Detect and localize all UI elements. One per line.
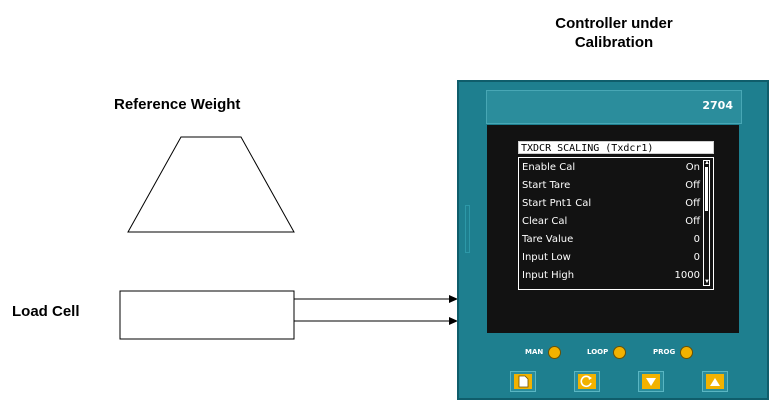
reference-weight-label: Reference Weight bbox=[114, 96, 241, 113]
scroll-icon bbox=[578, 374, 596, 389]
menu-item-label: Input High bbox=[522, 270, 575, 281]
page-button[interactable] bbox=[510, 371, 536, 392]
menu-item[interactable]: Enable Cal On bbox=[522, 159, 700, 176]
down-arrow-icon bbox=[642, 374, 660, 389]
controller-title: Controller under Calibration bbox=[539, 14, 689, 52]
indicator-bar: MAN LOOP PROG bbox=[487, 338, 739, 366]
indicator-light-icon bbox=[680, 345, 694, 359]
menu-title: TXDCR SCALING (Txdcr1) bbox=[518, 141, 714, 154]
controller-screen: TXDCR SCALING (Txdcr1) Enable Cal On Sta… bbox=[487, 125, 739, 333]
menu-item[interactable]: Clear Cal Off bbox=[522, 213, 700, 230]
indicator-prog: PROG bbox=[653, 345, 694, 359]
scroll-button[interactable] bbox=[574, 371, 600, 392]
menu-item-label: Input Low bbox=[522, 252, 571, 263]
menu-item-label: Enable Cal bbox=[522, 162, 576, 173]
menu-item-label: Clear Cal bbox=[522, 216, 568, 227]
indicator-label: MAN bbox=[525, 348, 544, 356]
menu-item[interactable]: Tare Value 0 bbox=[522, 231, 700, 248]
menu-item-label: Start Pnt1 Cal bbox=[522, 198, 592, 209]
controller-top-bezel: 2704 bbox=[486, 90, 742, 124]
indicator-light-icon bbox=[548, 345, 562, 359]
menu-item-label: Tare Value bbox=[522, 234, 574, 245]
menu-item[interactable]: Input Low 0 bbox=[522, 249, 700, 266]
up-arrow-icon bbox=[706, 374, 724, 389]
menu-item-value: 0 bbox=[693, 234, 700, 245]
load-cell-label: Load Cell bbox=[12, 303, 80, 320]
indicator-loop: LOOP bbox=[587, 345, 627, 359]
load-cell-box bbox=[119, 290, 295, 340]
scroll-up-icon[interactable]: ▲ bbox=[704, 160, 710, 166]
menu-item[interactable]: Start Pnt1 Cal Off bbox=[522, 195, 700, 212]
menu-item[interactable]: Start Tare Off bbox=[522, 177, 700, 194]
menu-item-value: 1000 bbox=[674, 270, 700, 281]
menu-scrollbar[interactable]: ▲ ▼ bbox=[703, 160, 710, 286]
up-button[interactable] bbox=[702, 371, 728, 392]
reference-weight-shape bbox=[127, 136, 295, 233]
indicator-man: MAN bbox=[525, 345, 562, 359]
menu-item-value: On bbox=[685, 162, 700, 173]
controller-title-line2: Calibration bbox=[574, 34, 654, 51]
controller-panel: 2704 TXDCR SCALING (Txdcr1) Enable Cal O… bbox=[457, 80, 769, 400]
scroll-thumb[interactable] bbox=[705, 167, 708, 211]
indicator-label: PROG bbox=[653, 348, 676, 356]
side-latch bbox=[465, 205, 470, 253]
indicator-label: LOOP bbox=[587, 348, 609, 356]
menu-item-value: 0 bbox=[693, 252, 700, 263]
menu-item-value: Off bbox=[685, 216, 700, 227]
menu-item-value: Off bbox=[685, 180, 700, 191]
indicator-light-icon bbox=[613, 345, 627, 359]
menu-item[interactable]: Input High 1000 bbox=[522, 267, 700, 284]
scroll-down-icon[interactable]: ▼ bbox=[704, 279, 710, 285]
menu-list[interactable]: Enable Cal On Start Tare Off Start Pnt1 … bbox=[518, 157, 714, 290]
down-button[interactable] bbox=[638, 371, 664, 392]
controller-title-line1: Controller under bbox=[555, 15, 673, 32]
page-icon bbox=[514, 374, 532, 389]
menu-item-label: Start Tare bbox=[522, 180, 571, 191]
menu-item-value: Off bbox=[685, 198, 700, 209]
model-number: 2704 bbox=[702, 99, 733, 112]
